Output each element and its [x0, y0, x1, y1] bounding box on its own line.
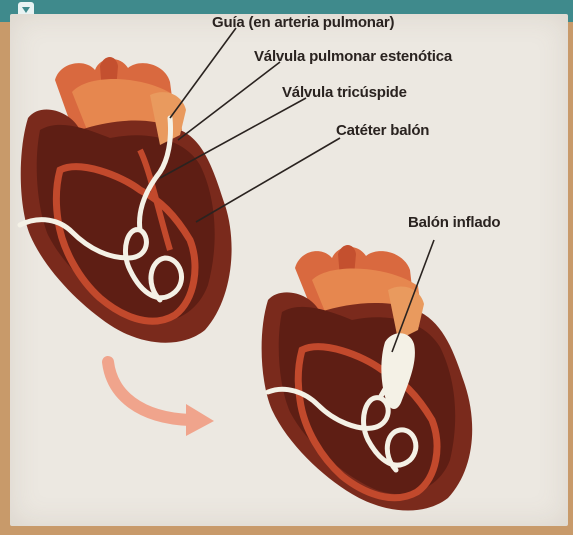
transition-arrow-head	[186, 404, 214, 436]
label-stenotic-valve: Válvula pulmonar estenótica	[254, 48, 452, 65]
label-balloon-catheter: Catéter balón	[336, 122, 429, 139]
transition-arrow	[108, 362, 190, 420]
heart-after	[262, 245, 473, 510]
leader-guide	[170, 28, 236, 118]
label-inflated-balloon: Balón inflado	[408, 214, 500, 231]
leader-stenotic-valve	[178, 62, 280, 140]
heart-before	[20, 57, 232, 343]
label-tricuspid-valve: Válvula tricúspide	[282, 84, 407, 101]
label-guide: Guía (en arteria pulmonar)	[212, 14, 394, 31]
leader-balloon-catheter	[196, 138, 340, 222]
